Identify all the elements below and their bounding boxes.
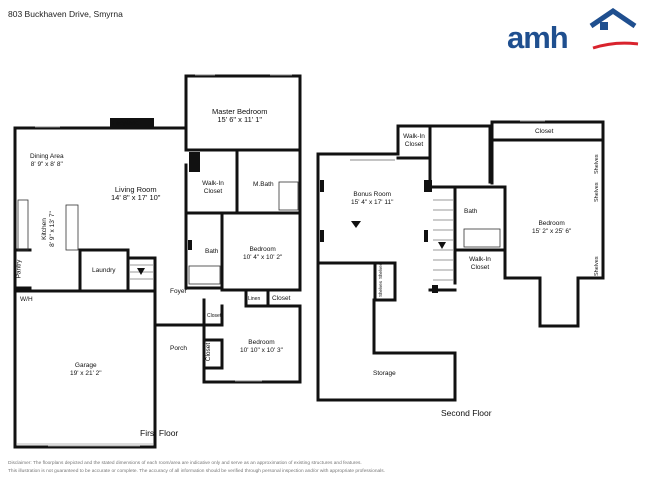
storage-label: Storage <box>373 370 396 377</box>
walkin-closet-2-label: Walk-In Closet <box>403 133 425 148</box>
bedroom-3-label: Bedroom 15' 2" x 25' 6" <box>532 220 571 236</box>
bedroom-2-name: Bedroom <box>248 339 275 346</box>
bath-1-label: Bath <box>205 248 219 255</box>
bedroom-2-label: Bedroom 10' 10" x 10' 3" <box>240 339 283 355</box>
kitchen-label: Kitchen 8' 9" x 13' 7" <box>27 211 77 247</box>
kitchen-dim: 8' 9" x 13' 7" <box>49 211 56 247</box>
address-header: 803 Buckhaven Drive, Smyrna <box>8 9 123 19</box>
laundry-label: Laundry <box>92 267 116 274</box>
porch-label: Porch <box>170 345 187 352</box>
walkin-closet-1-label: Walk-In Closet <box>202 180 224 195</box>
bedroom-3-name: Bedroom <box>538 220 565 227</box>
closet-3-label: Closet <box>200 343 218 361</box>
closet-3-text: Closet <box>205 342 213 362</box>
dining-area-label: Dining Area 8' 9" x 8' 8" <box>30 153 64 169</box>
pantry-label: Pantry <box>10 260 29 279</box>
master-bedroom-name: Master Bedroom <box>212 107 268 116</box>
dining-area-name: Dining Area <box>30 153 64 160</box>
shelves-4-label: Shelves <box>378 262 383 279</box>
bath-2-label: Bath <box>464 208 478 215</box>
living-room-name: Living Room <box>114 185 157 194</box>
wh-label: W/H <box>20 296 33 303</box>
walkin-closet-3-label: Walk-In Closet <box>469 256 491 271</box>
kitchen-name: Kitchen <box>41 218 48 240</box>
master-bedroom-dim: 15' 6" x 11' 1" <box>217 115 263 124</box>
living-room-label: Living Room 14' 8" x 17' 10" <box>111 186 160 202</box>
bedroom-3-dim: 15' 2" x 25' 6" <box>532 228 572 235</box>
disclaimer-line-2: This illustration is not guaranteed to b… <box>8 469 385 474</box>
bonus-room-name: Bonus Room <box>353 191 391 198</box>
shelves-1-label: Shelves <box>594 154 600 174</box>
closet-2-label: Closet <box>207 313 222 319</box>
logo-house-icon <box>589 7 639 50</box>
garage-label: Garage 19' x 21' 2" <box>70 362 102 378</box>
dining-area-dim: 8' 9" x 8' 8" <box>30 161 63 168</box>
bonus-room-dim: 15' 4" x 17' 11" <box>351 199 394 206</box>
bedroom-1-dim: 10' 4" x 10' 2" <box>243 254 283 261</box>
amh-logo: amh <box>505 7 640 55</box>
closet-1-label: Closet <box>272 295 291 302</box>
bedroom-2-dim: 10' 10" x 10' 3" <box>240 347 283 354</box>
master-bedroom-label: Master Bedroom 15' 6" x 11' 1" <box>212 108 267 124</box>
logo-wordmark: amh <box>507 20 569 55</box>
first-floor-caption: First Floor <box>140 428 179 438</box>
garage-name: Garage <box>74 362 97 369</box>
garage-dim: 19' x 21' 2" <box>70 370 102 377</box>
pantry-text: Pantry <box>15 259 23 279</box>
mbath-label: M.Bath <box>253 181 274 188</box>
shelves-3-label: Shelves <box>594 256 600 276</box>
shelves-5-label: Shelves <box>378 280 383 297</box>
bedroom-1-label: Bedroom 10' 4" x 10' 2" <box>243 246 282 262</box>
second-floor-caption: Second Floor <box>441 408 492 418</box>
bedroom-1-name: Bedroom <box>249 246 276 253</box>
bonus-room-label: Bonus Room 15' 4" x 17' 11" <box>351 191 393 207</box>
disclaimer-line-1: Disclaimer: The floorplans depicted and … <box>8 461 362 466</box>
living-room-dim: 14' 8" x 17' 10" <box>111 193 161 202</box>
fireplace-label: Fireplace <box>112 120 139 127</box>
shelves-2-label: Shelves <box>594 182 600 202</box>
foyer-label: Foyer <box>170 288 187 295</box>
linen-label: Linen <box>248 296 261 302</box>
closet-top-label: Closet <box>535 128 554 135</box>
